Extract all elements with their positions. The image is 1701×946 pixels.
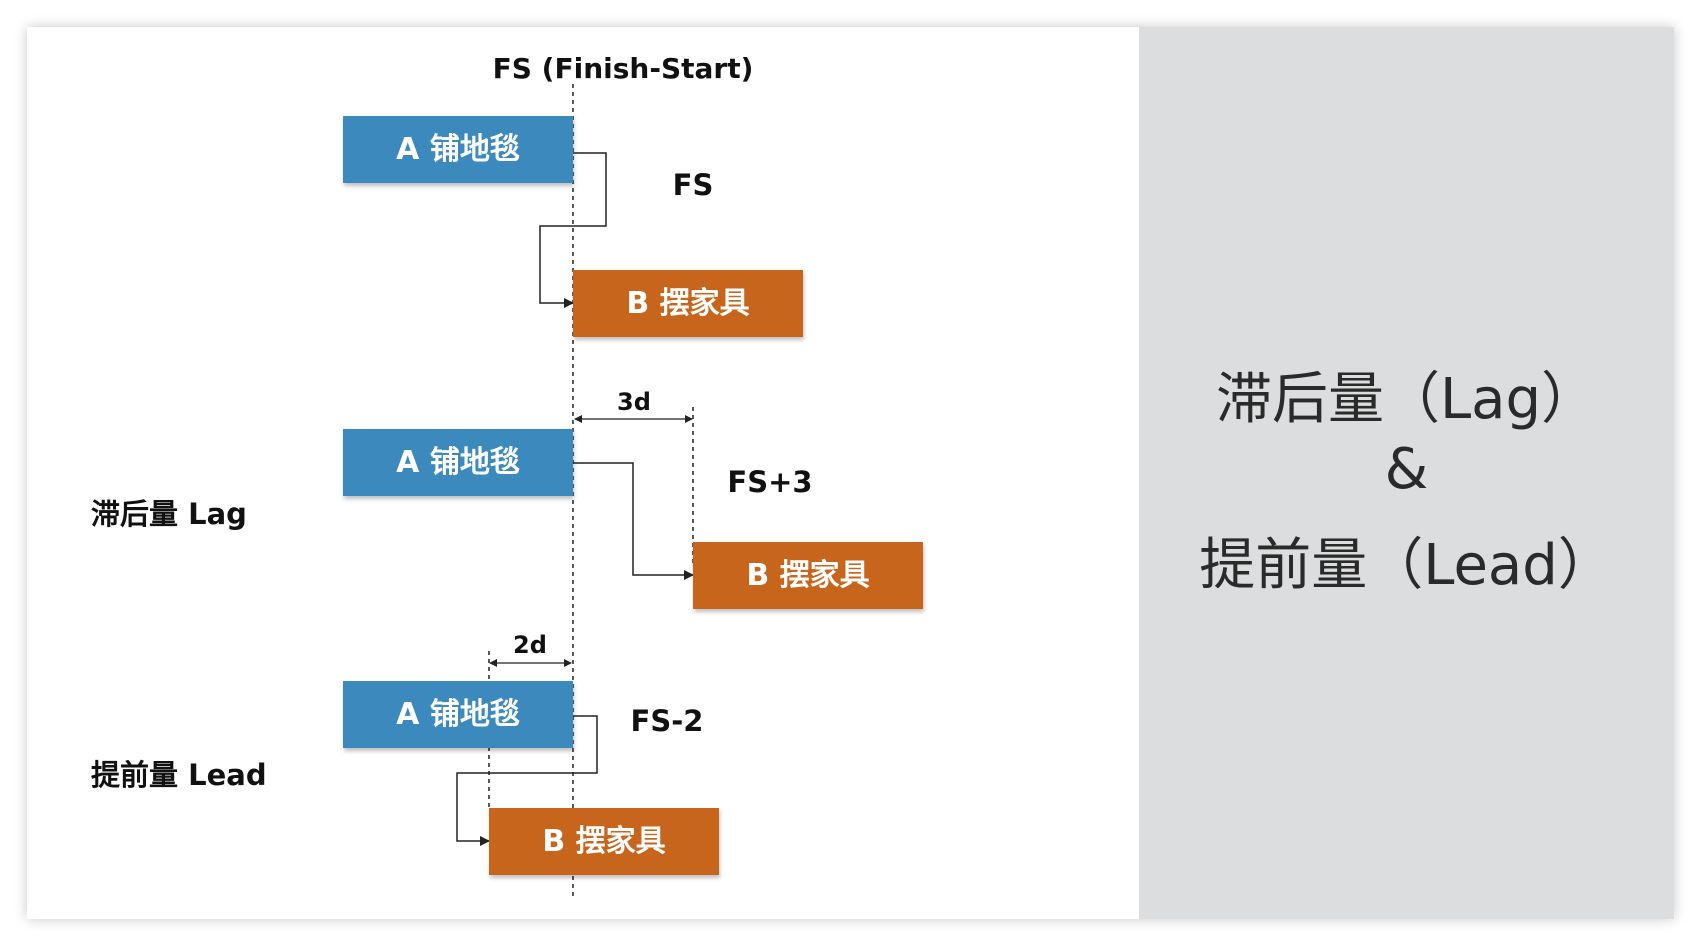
lag-side-label: 滞后量 Lag	[91, 497, 247, 531]
lag-connector	[573, 462, 694, 580]
slide-frame: FS (Finish-Start) A 铺地毯 FS B 摆家具 3d A 铺地…	[27, 27, 1674, 919]
task-a-bar	[343, 116, 573, 183]
panel-title-ampersand: &	[1384, 437, 1429, 502]
task-a-label: A 铺地毯	[396, 445, 520, 480]
topic-panel: 滞后量（Lag） & 提前量（Lead）	[1139, 27, 1674, 919]
panel-title-lag: 滞后量（Lag）	[1215, 367, 1598, 432]
task-b-bar	[573, 270, 803, 337]
task-a-label: A 铺地毯	[396, 132, 520, 167]
fs-label: FS	[673, 168, 714, 202]
lead-group: 2d A 铺地毯 提前量 Lead FS-2 B 摆家具	[91, 631, 719, 875]
task-a-label: A 铺地毯	[396, 697, 520, 732]
fs-connector	[539, 152, 607, 308]
fs-group: A 铺地毯 FS B 摆家具	[343, 116, 803, 337]
task-b-bar	[693, 542, 923, 609]
diagram-header: FS (Finish-Start)	[493, 52, 754, 85]
task-b-label: B 摆家具	[746, 558, 869, 593]
task-a-bar	[343, 429, 573, 496]
lead-relation-label: FS-2	[631, 704, 704, 738]
lead-connector	[456, 715, 598, 846]
task-b-label: B 摆家具	[626, 286, 749, 321]
task-b-bar	[489, 808, 719, 875]
panel-title-lead: 提前量（Lead）	[1199, 533, 1614, 598]
lag-gap-label: 3d	[617, 388, 651, 416]
lag-relation-label: FS+3	[727, 465, 812, 499]
task-a-bar	[343, 681, 573, 748]
lead-gap-label: 2d	[513, 631, 547, 659]
task-b-label: B 摆家具	[542, 824, 665, 859]
lead-side-label: 提前量 Lead	[91, 758, 267, 792]
lag-group: 3d A 铺地毯 滞后量 Lag FS+3 B 摆家具	[91, 388, 923, 609]
fs-dependency-diagram: FS (Finish-Start) A 铺地毯 FS B 摆家具 3d A 铺地…	[91, 52, 923, 900]
